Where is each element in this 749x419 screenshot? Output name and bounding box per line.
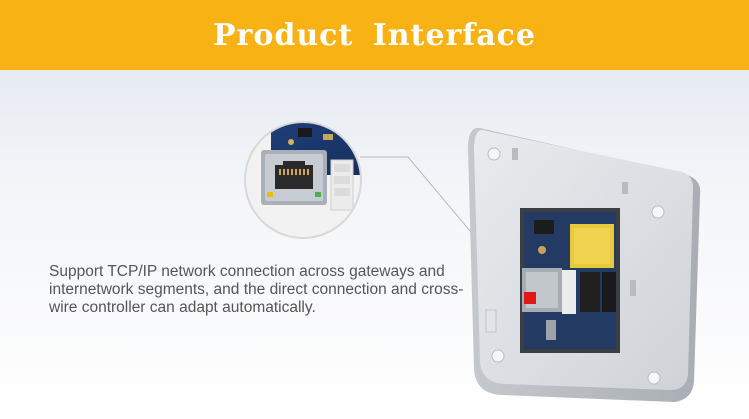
- banner-title: Product Interface: [212, 17, 537, 53]
- feature-description: Support TCP/IP network connection across…: [49, 263, 464, 316]
- controller-back-panel-image: [468, 127, 701, 403]
- ethernet-port-closeup-image: [244, 121, 362, 239]
- header-banner: Product Interface: [0, 0, 749, 70]
